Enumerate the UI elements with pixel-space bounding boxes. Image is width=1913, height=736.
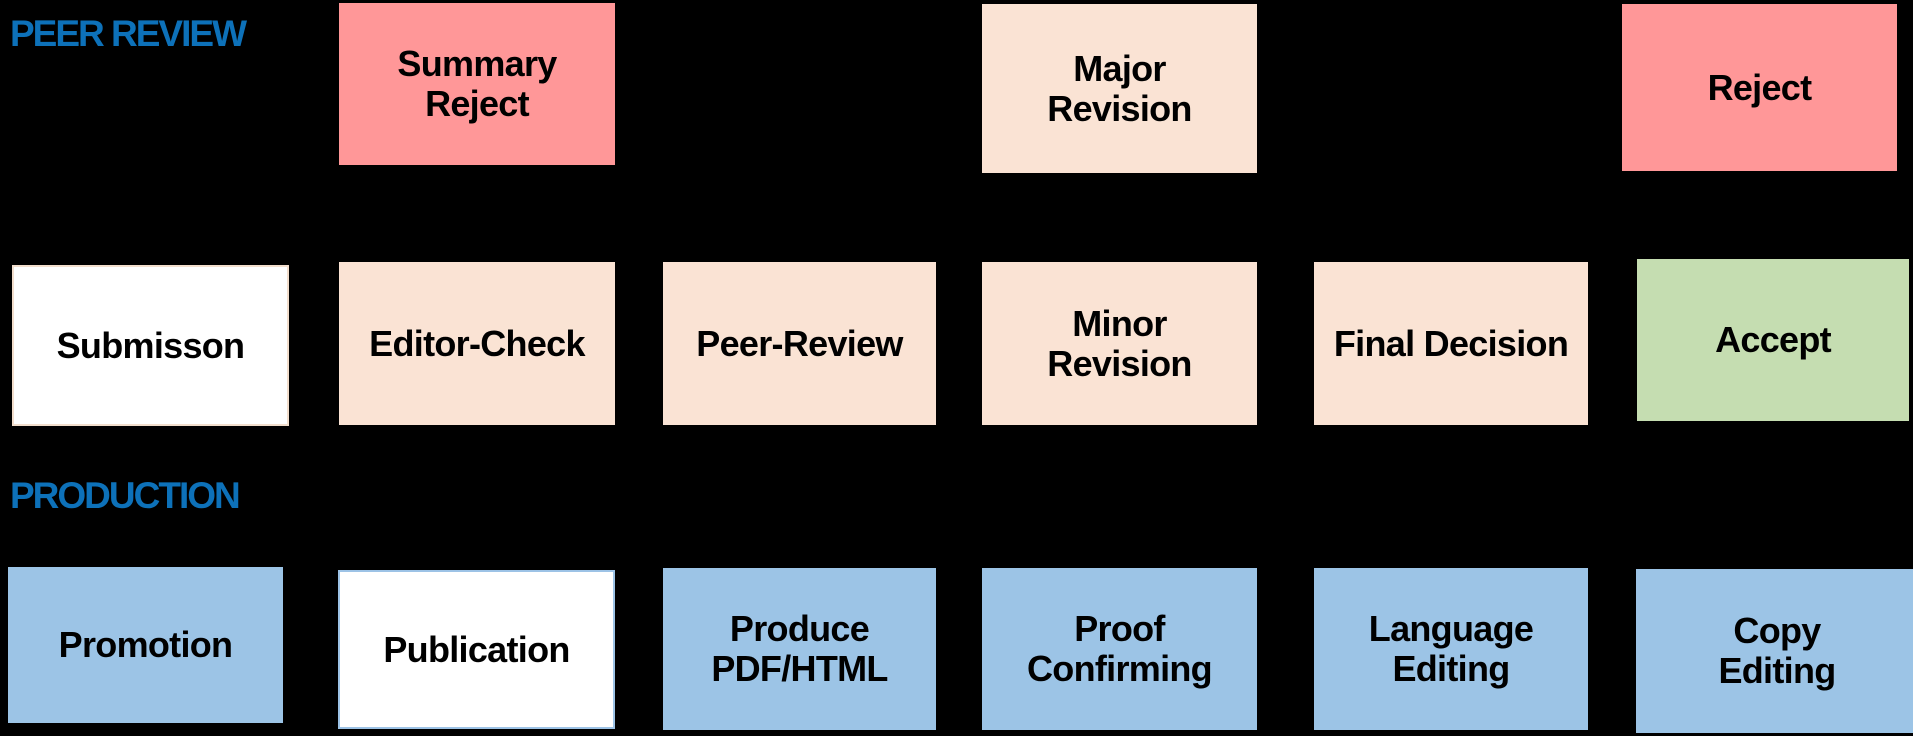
node-produce-pdf-html: Produce PDF/HTML [663,568,936,730]
section-label-production: PRODUCTION [10,475,241,516]
node-copy-editing: Copy Editing [1636,569,1913,733]
node-minor-revision: Minor Revision [982,262,1257,425]
node-language-editing: Language Editing [1314,568,1588,730]
node-summary-reject: Summary Reject [339,3,615,165]
node-publication: Publication [338,570,615,729]
node-peer-review: Peer-Review [663,262,936,425]
node-editor-check: Editor-Check [339,262,615,425]
section-label-peer-review: PEER REVIEW [10,13,247,54]
node-major-revision: Major Revision [982,4,1257,173]
node-accept: Accept [1637,259,1909,421]
node-promotion: Promotion [8,567,283,723]
node-proof-confirming: Proof Confirming [982,568,1257,730]
node-reject: Reject [1622,4,1897,171]
node-submisson: Submisson [12,265,289,426]
node-final-decision: Final Decision [1314,262,1588,425]
